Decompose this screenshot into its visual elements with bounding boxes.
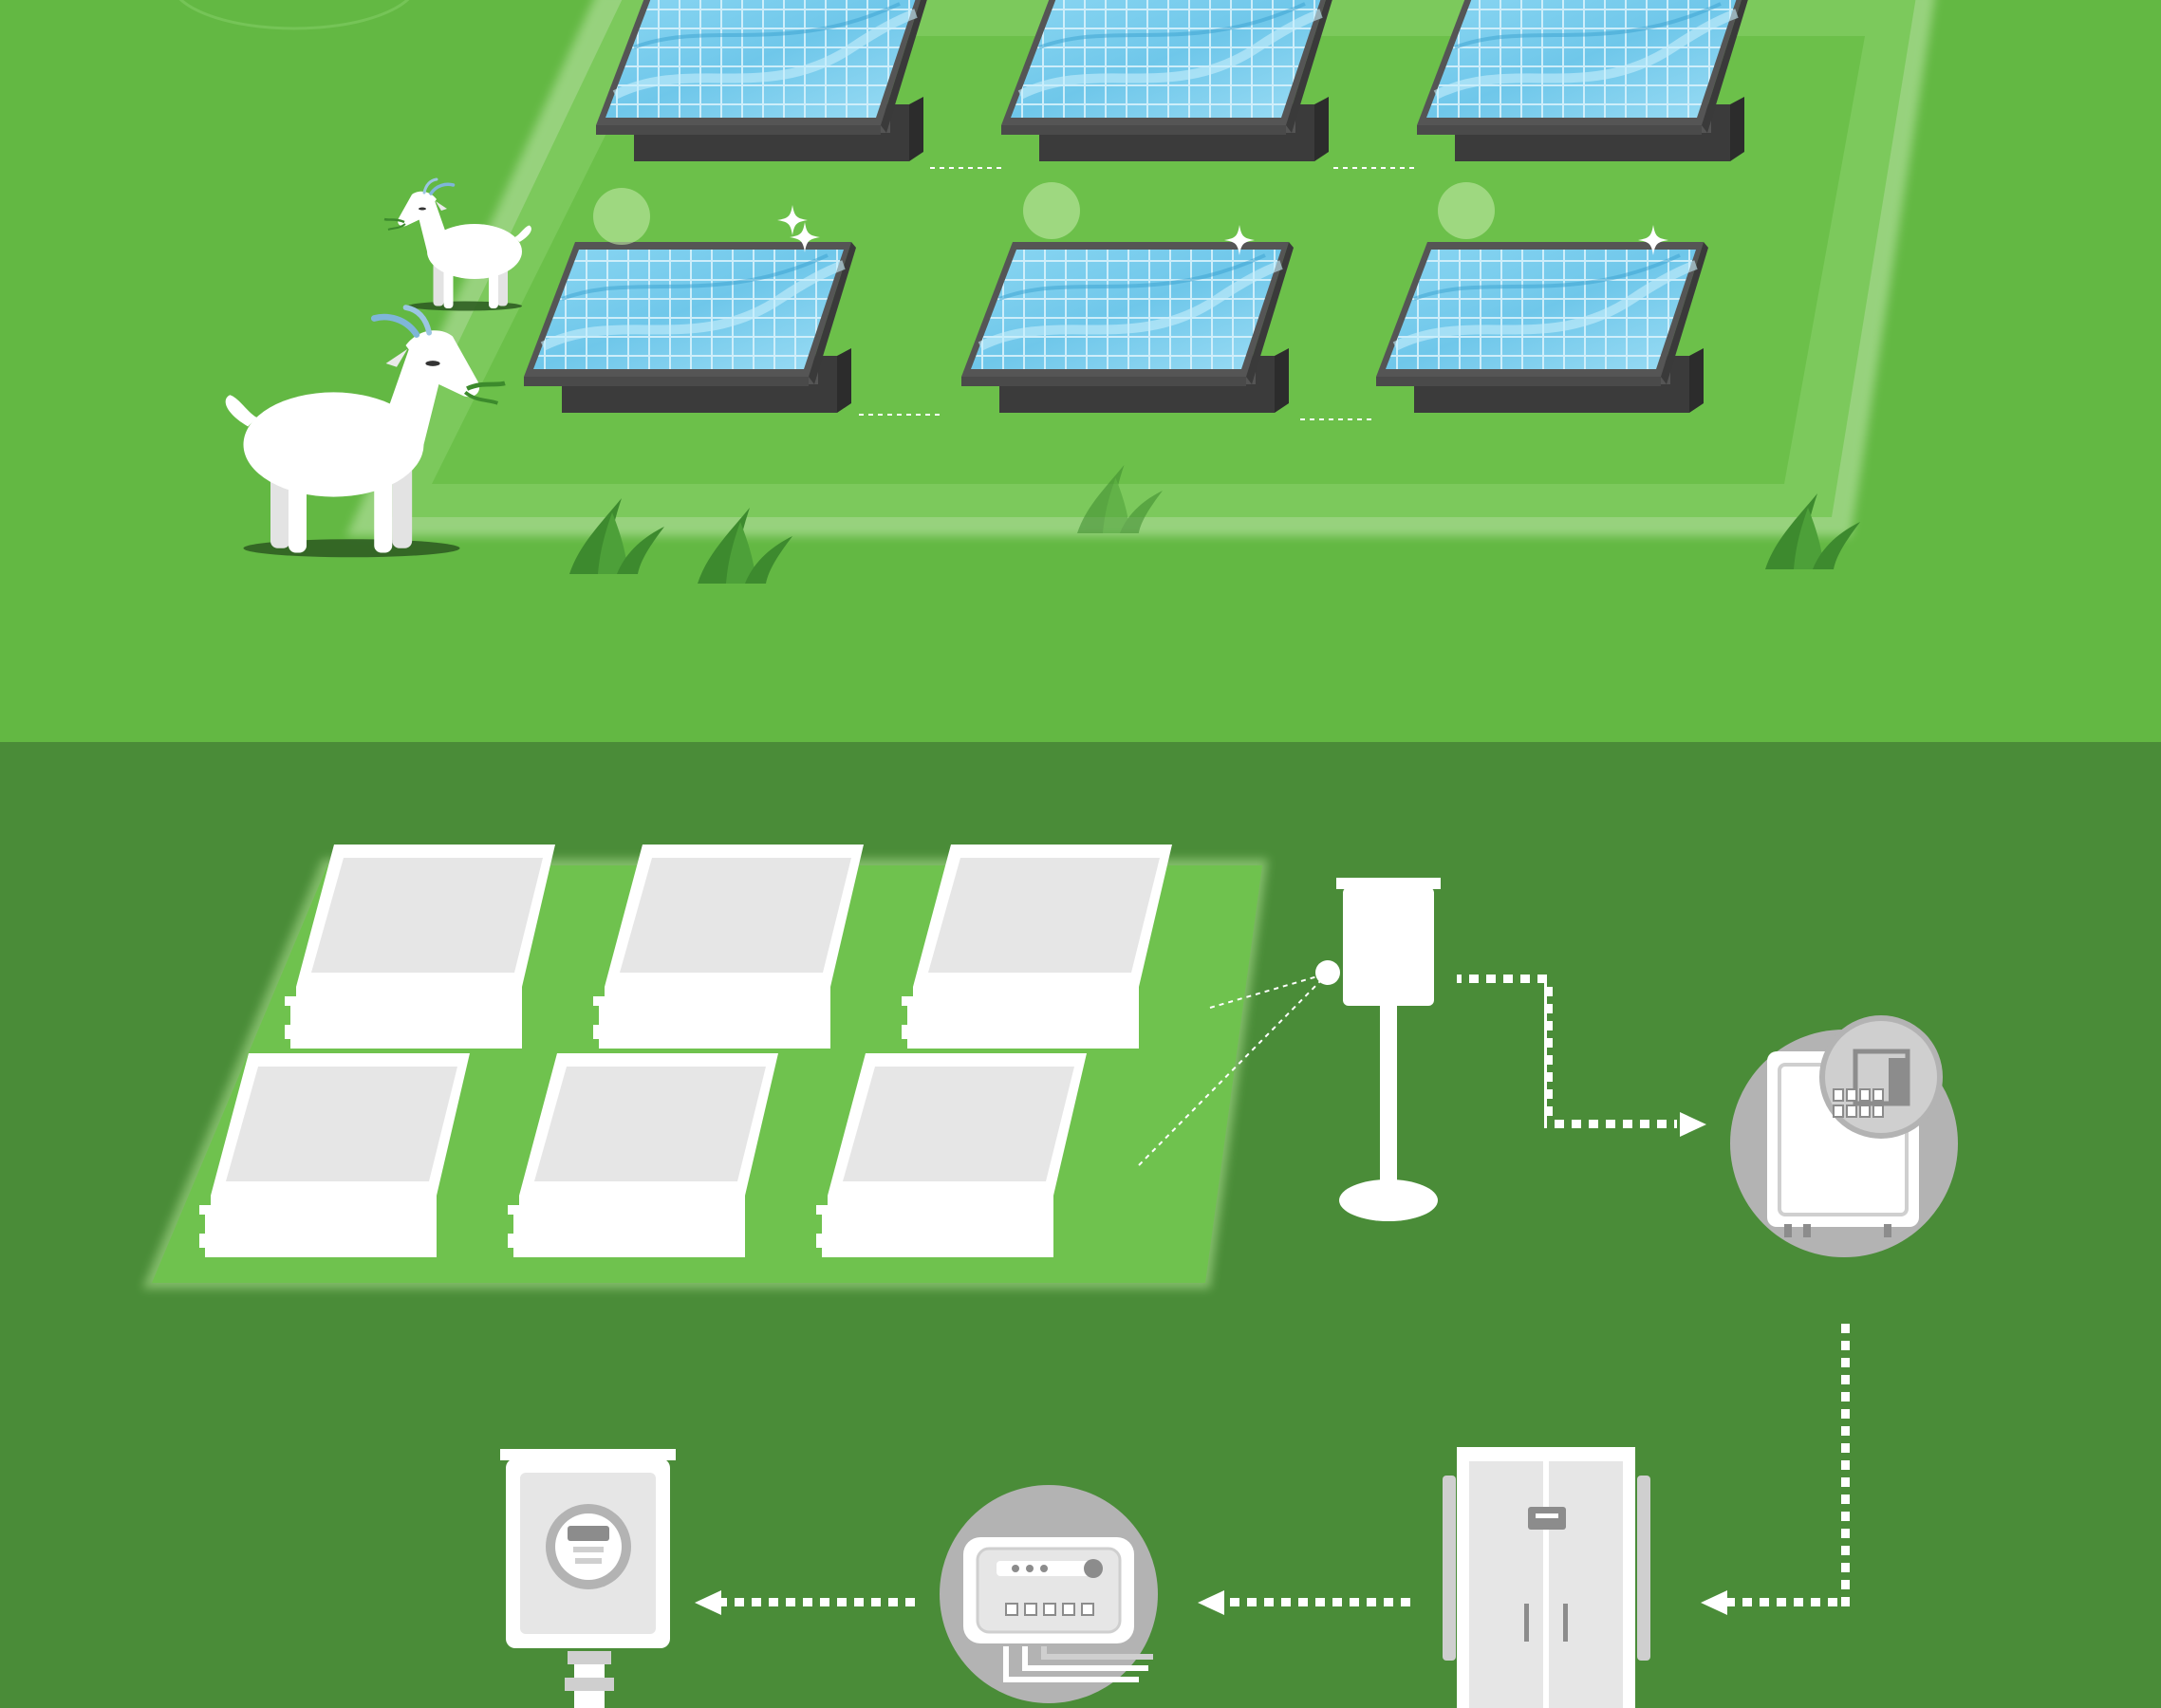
panel-row-1 bbox=[596, 0, 1749, 169]
panel-array bbox=[142, 845, 1327, 1289]
bottom-section bbox=[0, 742, 2161, 1708]
sparkles bbox=[593, 182, 1668, 255]
solar-panel bbox=[1376, 242, 1708, 413]
panel-row-2 bbox=[524, 242, 1708, 420]
inverter bbox=[1730, 1015, 1958, 1257]
glare-icon bbox=[593, 188, 650, 245]
flow-arrows bbox=[695, 975, 1850, 1615]
vertical-dots bbox=[1841, 1324, 1850, 1606]
combiner-box-on-pole bbox=[1315, 878, 1441, 1221]
switchgear-cabinet bbox=[1443, 1447, 1650, 1708]
charge-controller bbox=[940, 1485, 1158, 1703]
glare-icon bbox=[1023, 182, 1080, 239]
solar-panel bbox=[524, 242, 856, 413]
top-section bbox=[0, 0, 2161, 742]
solar-panel bbox=[596, 0, 928, 161]
array-wire bbox=[1138, 975, 1327, 1166]
arrow-head-icon bbox=[1680, 1112, 1706, 1137]
arrow-head-icon bbox=[1701, 1590, 1727, 1615]
solar-panel bbox=[961, 242, 1294, 413]
utility-meter bbox=[500, 1449, 676, 1708]
arrow-head-icon bbox=[695, 1590, 721, 1615]
array-wire bbox=[1209, 974, 1325, 1009]
solar-panel bbox=[1001, 0, 1333, 161]
sun-ring-decoration bbox=[178, 0, 410, 30]
magnifier-icon bbox=[1819, 1015, 1943, 1139]
arrow-head-icon bbox=[1198, 1590, 1224, 1615]
glare-icon bbox=[1438, 182, 1495, 239]
solar-panel bbox=[1417, 0, 1749, 161]
vertical-dots bbox=[1544, 987, 1553, 1116]
connection-node-icon bbox=[1315, 960, 1340, 985]
